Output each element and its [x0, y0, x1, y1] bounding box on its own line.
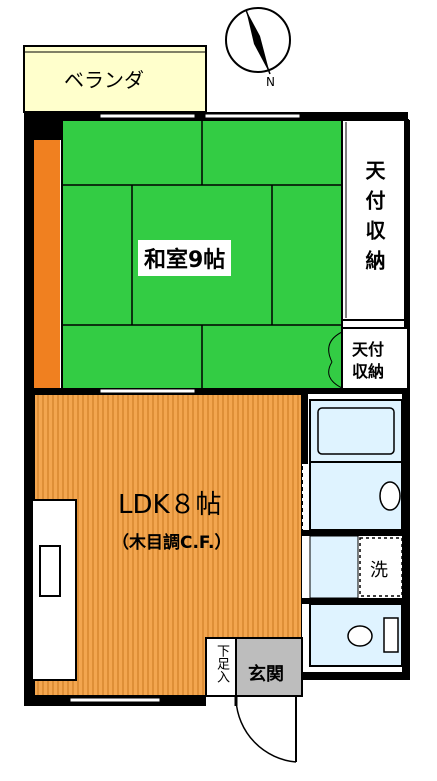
veranda-label: ベランダ — [64, 68, 144, 92]
washing-machine-space — [359, 537, 403, 597]
compass-north-label: N — [266, 75, 275, 89]
ldk-title-label: LDK８帖 — [118, 490, 222, 520]
tenbukuro-small-label-1: 天付 — [352, 340, 385, 359]
entrance-genkan — [235, 637, 303, 697]
toilet — [309, 603, 403, 667]
shoe-cabinet-label: 下足入 — [214, 644, 229, 683]
bathtub — [309, 399, 403, 463]
accent-wall-strip — [34, 140, 60, 390]
kitchen-counter — [31, 499, 77, 681]
veranda — [23, 45, 207, 113]
wash-machine-label: 洗 — [370, 560, 388, 581]
north-arrow-icon: N — [225, 7, 291, 89]
entrance-label: 玄関 — [248, 664, 284, 685]
washitsu-label: 和室9帖 — [138, 240, 232, 276]
ldk-note-label: （木目調C.F.） — [112, 533, 232, 553]
tenbukuro-small-label-2: 収納 — [352, 362, 385, 381]
tenbukuro-large-label: 天付収納 — [362, 160, 386, 280]
entrance-door — [234, 696, 297, 763]
